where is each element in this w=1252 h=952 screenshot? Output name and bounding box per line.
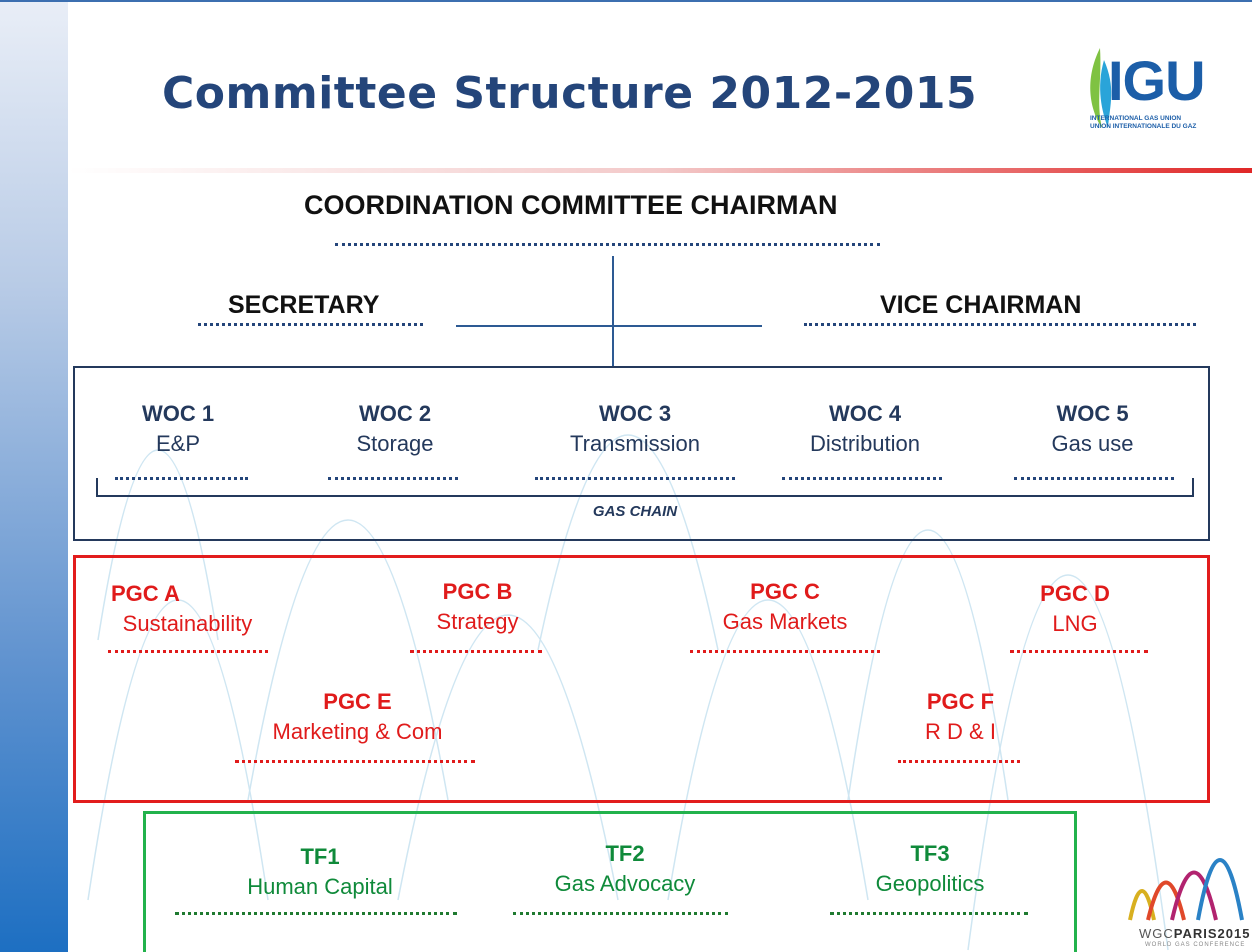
woc-5: WOC 5 Gas use [1020, 400, 1165, 460]
connector-horizontal [456, 325, 762, 327]
woc-5-dotted-line [1014, 477, 1174, 480]
woc-2: WOC 2 Storage [325, 400, 465, 460]
pgc-d-dotted-line [1010, 650, 1148, 653]
tf-2-name: Gas Advocacy [554, 871, 696, 896]
wgc-paris-text: WGCPARIS2015 [1139, 926, 1250, 941]
chairman-label: COORDINATION COMMITTEE CHAIRMAN [304, 190, 838, 220]
woc-3-dotted-line [535, 477, 735, 480]
tf-1-name: Human Capital [247, 874, 393, 899]
woc-3-code: WOC 3 [598, 401, 672, 426]
tf-1-dotted-line [175, 912, 457, 915]
woc-2-code: WOC 2 [358, 401, 432, 426]
gas-chain-bracket [96, 478, 1194, 497]
tf-2-code: TF2 [605, 841, 645, 866]
pgc-e: PGC E Marketing & Com [235, 688, 480, 748]
woc-2-dotted-line [328, 477, 458, 480]
pgc-a-dotted-line [108, 650, 268, 653]
woc-5-code: WOC 5 [1056, 401, 1129, 426]
tf-3-dotted-line [830, 912, 1028, 915]
header-rule [68, 168, 1252, 173]
pgc-c: PGC C Gas Markets [690, 578, 880, 638]
top-border-line [0, 0, 1252, 2]
tf-group-box [143, 811, 1077, 952]
gas-chain-label: GAS CHAIN [592, 503, 678, 520]
woc-1-name: E&P [155, 431, 201, 456]
pgc-c-dotted-line [690, 650, 880, 653]
pgc-c-name: Gas Markets [722, 609, 848, 634]
pgc-a-name: Sustainability [122, 611, 253, 636]
woc-3-name: Transmission [570, 431, 700, 456]
vice-chairman-label: VICE CHAIRMAN [880, 291, 1082, 319]
pgc-b-name: Strategy [436, 609, 519, 634]
woc-2-name: Storage [356, 431, 434, 456]
tf-1: TF1 Human Capital [215, 843, 425, 903]
vice-chairman-dotted-line [804, 323, 1196, 326]
wgc-text-a: WGC [1139, 926, 1174, 941]
pgc-a-code: PGC A [111, 581, 180, 606]
tf-1-code: TF1 [300, 844, 340, 869]
woc-5-name: Gas use [1051, 431, 1134, 456]
woc-4-name: Distribution [809, 431, 921, 456]
pgc-b-code: PGC B [442, 579, 513, 604]
woc-3: WOC 3 Transmission [535, 400, 735, 460]
woc-group-box [73, 366, 1210, 541]
igu-flame-logo [1090, 48, 1112, 128]
pgc-a: PGC A Sustainability [105, 580, 270, 640]
connector-vertical [612, 256, 614, 366]
igu-logo-subtitle-en: INTERNATIONAL GAS UNION [1090, 115, 1182, 122]
pgc-e-name: Marketing & Com [272, 719, 443, 744]
pgc-d-name: LNG [1052, 611, 1098, 636]
pgc-d: PGC D LNG [1005, 580, 1145, 640]
background-arcs [87, 434, 1169, 951]
left-decorative-bar [0, 0, 68, 952]
pgc-f-name: R D & I [925, 719, 996, 744]
wgc-paris-arches-logo [1128, 858, 1244, 921]
pgc-b-dotted-line [410, 650, 542, 653]
pgc-f-code: PGC F [926, 689, 995, 714]
igu-logo-subtitle-fr: UNION INTERNATIONALE DU GAZ [1090, 123, 1197, 130]
wgc-paris-subtitle: WORLD GAS CONFERENCE [1145, 942, 1246, 948]
secretary-dotted-line [198, 323, 423, 326]
tf-2-dotted-line [513, 912, 728, 915]
wgc-text-b: PARIS2015 [1173, 926, 1251, 941]
secretary-label: SECRETARY [228, 291, 380, 319]
tf-3-name: Geopolitics [875, 871, 985, 896]
pgc-f-dotted-line [898, 760, 1020, 763]
pgc-f: PGC F R D & I [898, 688, 1023, 748]
tf-3: TF3 Geopolitics [825, 840, 1035, 900]
woc-4: WOC 4 Distribution [775, 400, 955, 460]
tf-2: TF2 Gas Advocacy [520, 840, 730, 900]
pgc-c-code: PGC C [750, 579, 820, 604]
pgc-e-dotted-line [235, 760, 475, 763]
pgc-b: PGC B Strategy [405, 578, 550, 638]
tf-3-code: TF3 [910, 841, 950, 866]
woc-4-dotted-line [782, 477, 942, 480]
woc-1-code: WOC 1 [141, 401, 215, 426]
pgc-group-box [73, 555, 1210, 803]
igu-logo-text: IGU [1108, 49, 1206, 112]
chairman-dotted-line [335, 243, 880, 246]
pgc-d-code: PGC D [1040, 581, 1110, 606]
pgc-e-code: PGC E [323, 689, 392, 714]
woc-4-code: WOC 4 [828, 401, 902, 426]
page-title: Committee Structure 2012-2015 [162, 68, 978, 119]
woc-1-dotted-line [115, 477, 248, 480]
woc-1: WOC 1 E&P [108, 400, 248, 460]
